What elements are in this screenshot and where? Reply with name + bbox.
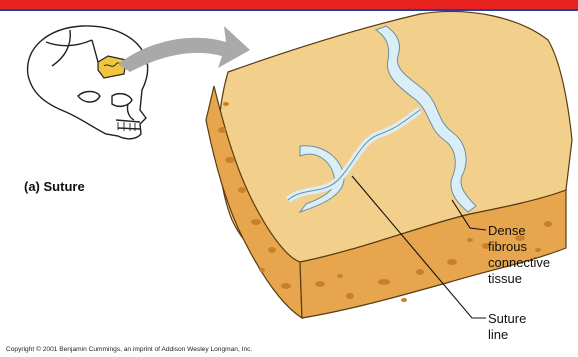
figure-caption: (a) Suture bbox=[24, 179, 85, 194]
label-line: Dense bbox=[488, 223, 568, 239]
label-line: connective bbox=[488, 255, 568, 271]
copyright-text: Copyright © 2001 Benjamin Cummings, an i… bbox=[6, 346, 252, 353]
skull-icon bbox=[28, 26, 148, 139]
label-line: tissue bbox=[488, 271, 568, 287]
label-dense-fibrous-connective-tissue: Dense fibrous connective tissue bbox=[488, 223, 568, 287]
suture-highlight-icon bbox=[98, 56, 126, 78]
label-line: Suture bbox=[488, 311, 568, 327]
label-line: line bbox=[488, 327, 568, 343]
label-suture-line: Suture line bbox=[488, 311, 568, 343]
label-line: fibrous bbox=[488, 239, 568, 255]
